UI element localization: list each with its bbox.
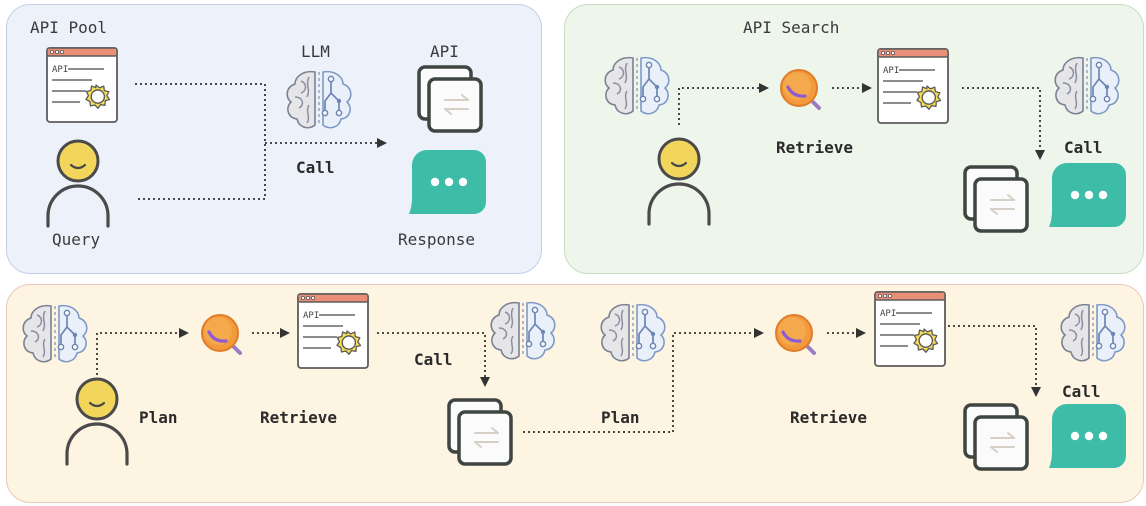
api-doc-text: API bbox=[52, 65, 68, 75]
search-call-label: Call bbox=[1064, 138, 1103, 157]
api-stack-icon bbox=[417, 65, 483, 133]
api-stack-icon bbox=[963, 165, 1029, 233]
query-label: Query bbox=[52, 230, 101, 249]
api-doc-icon bbox=[297, 293, 369, 369]
user-icon bbox=[647, 137, 711, 226]
magnifier-icon bbox=[774, 313, 816, 355]
pool-call-label: Call bbox=[296, 158, 335, 177]
api-doc-text: API bbox=[880, 309, 896, 319]
api-doc-icon bbox=[877, 48, 949, 124]
response-bubble-icon bbox=[1049, 163, 1126, 227]
api-label: API bbox=[430, 42, 459, 61]
brain-icon bbox=[1060, 303, 1126, 362]
brain-icon bbox=[604, 56, 670, 115]
brain-icon bbox=[22, 304, 88, 363]
api-stack-icon bbox=[447, 398, 513, 466]
pool-connectors bbox=[135, 83, 387, 200]
call-label-2: Call bbox=[1062, 382, 1101, 401]
api-doc-text: API bbox=[303, 311, 319, 321]
api-doc-text: API bbox=[883, 66, 899, 76]
plan-label-2: Plan bbox=[601, 408, 640, 427]
api-stack-icon bbox=[963, 403, 1029, 471]
magnifier-icon bbox=[200, 313, 242, 355]
brain-icon bbox=[1054, 56, 1120, 115]
multi-step-panel bbox=[6, 284, 1144, 503]
response-bubble-icon bbox=[409, 150, 486, 214]
retrieve-label-2: Retrieve bbox=[790, 408, 868, 427]
api-doc-icon bbox=[46, 47, 118, 123]
search-retrieve-label: Retrieve bbox=[776, 138, 854, 157]
user-icon bbox=[65, 377, 129, 466]
search-connectors bbox=[678, 83, 1045, 160]
api-search-title: API Search bbox=[743, 18, 840, 37]
brain-icon bbox=[490, 301, 556, 360]
user-icon bbox=[46, 139, 110, 228]
brain-icon bbox=[286, 70, 352, 129]
response-label: Response bbox=[398, 230, 476, 249]
brain-icon bbox=[600, 303, 666, 362]
retrieve-label-1: Retrieve bbox=[260, 408, 338, 427]
api-search-panel bbox=[564, 4, 1144, 274]
multi-connectors bbox=[96, 325, 1041, 433]
api-doc-icon bbox=[874, 291, 946, 367]
magnifier-icon bbox=[779, 68, 821, 110]
response-bubble-icon bbox=[1049, 404, 1126, 468]
call-label-1: Call bbox=[414, 350, 453, 369]
plan-label-1: Plan bbox=[139, 408, 178, 427]
llm-label: LLM bbox=[301, 42, 330, 61]
api-pool-title: API Pool bbox=[30, 18, 108, 37]
